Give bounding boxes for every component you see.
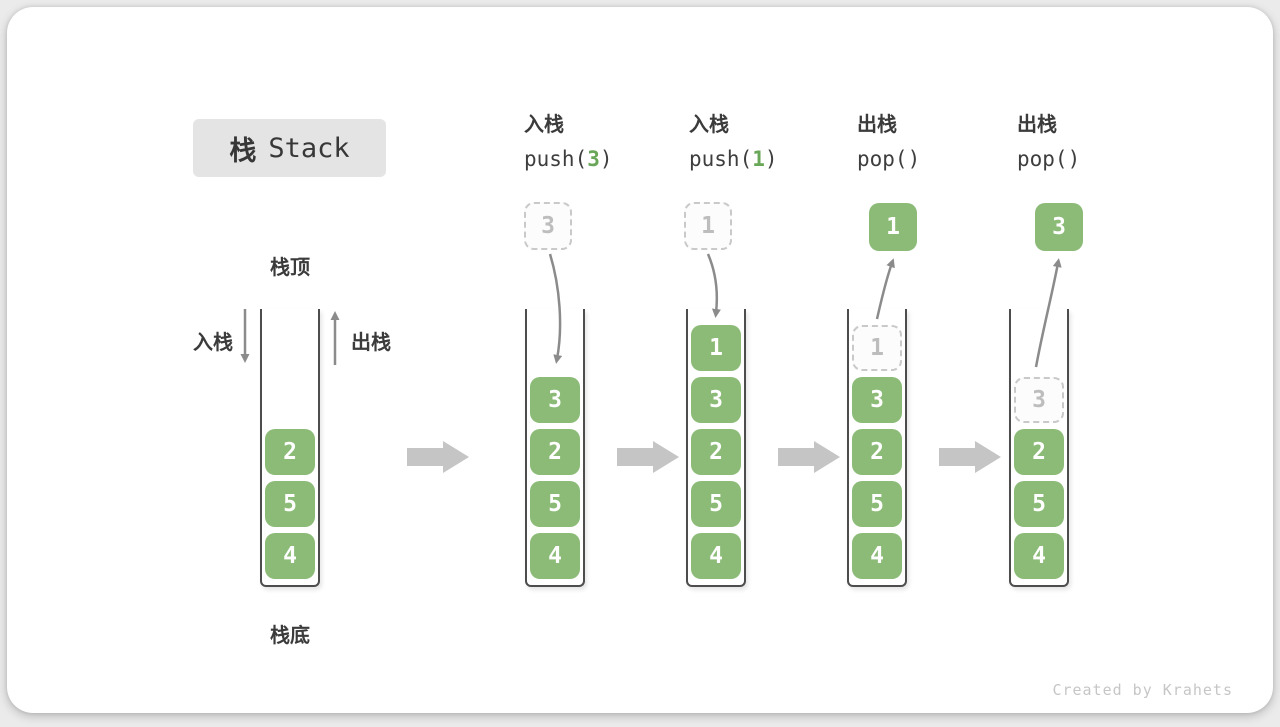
diagram-card: 栈 Stack 入栈 push(3) 入栈 push(1) 出栈 pop() 出… (7, 7, 1273, 713)
stack-container: 4 5 2 3 1 (847, 309, 907, 587)
op-label-push-3: 入栈 push(3) (524, 112, 613, 171)
stack-cell: 5 (1014, 481, 1064, 527)
popped-ghost-cell: 3 (1014, 377, 1064, 423)
step-transition-arrow (407, 441, 469, 473)
stack-cells: 4 5 2 3 1 (686, 309, 746, 587)
op-code-text: pop() (1017, 147, 1080, 171)
stack-container: 4 5 2 (260, 309, 320, 587)
floating-value: 3 (1052, 214, 1066, 240)
floating-value: 1 (886, 214, 900, 240)
op-zh-text: 入栈 (689, 114, 729, 136)
stack-cell: 4 (530, 533, 580, 579)
op-label-pop-3: 出栈 pop() (1017, 112, 1080, 171)
watermark: Created by Krahets (1052, 681, 1233, 699)
op-zh-text: 出栈 (857, 114, 897, 136)
popped-ghost-cell: 1 (852, 325, 902, 371)
op-code-text: pop() (857, 147, 920, 171)
op-code-text: push(1) (689, 147, 778, 171)
stack-cell: 5 (691, 481, 741, 527)
code-post: ) (1067, 147, 1081, 171)
floating-popped-value-box: 1 (869, 203, 917, 251)
stack-cell: 5 (530, 481, 580, 527)
code-arg: 1 (752, 147, 765, 171)
stack-container: 4 5 2 3 (1009, 309, 1069, 587)
stack-cell: 2 (265, 429, 315, 475)
code-post: ) (764, 147, 778, 171)
step-transition-arrow (939, 441, 1001, 473)
stack-cell: 4 (1014, 533, 1064, 579)
op-code-text: push(3) (524, 147, 613, 171)
stack-cell: 1 (691, 325, 741, 371)
code-pre: push( (524, 147, 588, 171)
code-pre: pop( (1017, 147, 1068, 171)
stack-cell: 4 (265, 533, 315, 579)
floating-value: 3 (541, 213, 555, 239)
stack-top-label: 栈顶 (270, 257, 310, 279)
stack-cell: 3 (530, 377, 580, 423)
stack-cell: 2 (691, 429, 741, 475)
title-box: 栈 Stack (193, 119, 386, 177)
push-direction-label: 入栈 (193, 332, 233, 354)
stack-container: 4 5 2 3 (525, 309, 585, 587)
step-transition-arrow (778, 441, 840, 473)
floating-push-value-box: 1 (684, 202, 732, 250)
stack-cell: 4 (691, 533, 741, 579)
floating-push-value-box: 3 (524, 202, 572, 250)
arrows-overlay (240, 253, 1062, 473)
stack-container: 4 5 2 3 1 (686, 309, 746, 587)
code-post: ) (599, 147, 613, 171)
stack-cell: 3 (852, 377, 902, 423)
stack-cells: 4 5 2 3 (525, 309, 585, 587)
code-post: ) (907, 147, 921, 171)
step-transition-arrow (617, 441, 679, 473)
code-pre: pop( (857, 147, 908, 171)
push-curve-arrow (706, 253, 721, 318)
title-zh: 栈 (229, 135, 257, 166)
stack-cell: 5 (852, 481, 902, 527)
stack-cell: 3 (691, 377, 741, 423)
stack-cells: 4 5 2 (260, 309, 320, 587)
title-en: Stack (268, 132, 350, 164)
stack-cell: 2 (1014, 429, 1064, 475)
pop-direction-label: 出栈 (351, 332, 391, 354)
stack-bottom-label: 栈底 (270, 625, 310, 647)
stack-cell: 2 (852, 429, 902, 475)
op-label-push-1: 入栈 push(1) (689, 112, 778, 171)
stack-cell: 5 (265, 481, 315, 527)
op-label-pop-1: 出栈 pop() (857, 112, 920, 171)
stack-cells: 4 5 2 3 (1009, 309, 1069, 587)
code-pre: push( (689, 147, 753, 171)
stack-cell: 2 (530, 429, 580, 475)
op-zh-text: 出栈 (1017, 114, 1057, 136)
floating-value: 1 (701, 213, 715, 239)
op-zh-text: 入栈 (524, 114, 564, 136)
stack-cells: 4 5 2 3 1 (847, 309, 907, 587)
stack-cell: 4 (852, 533, 902, 579)
code-arg: 3 (587, 147, 600, 171)
floating-popped-value-box: 3 (1035, 203, 1083, 251)
